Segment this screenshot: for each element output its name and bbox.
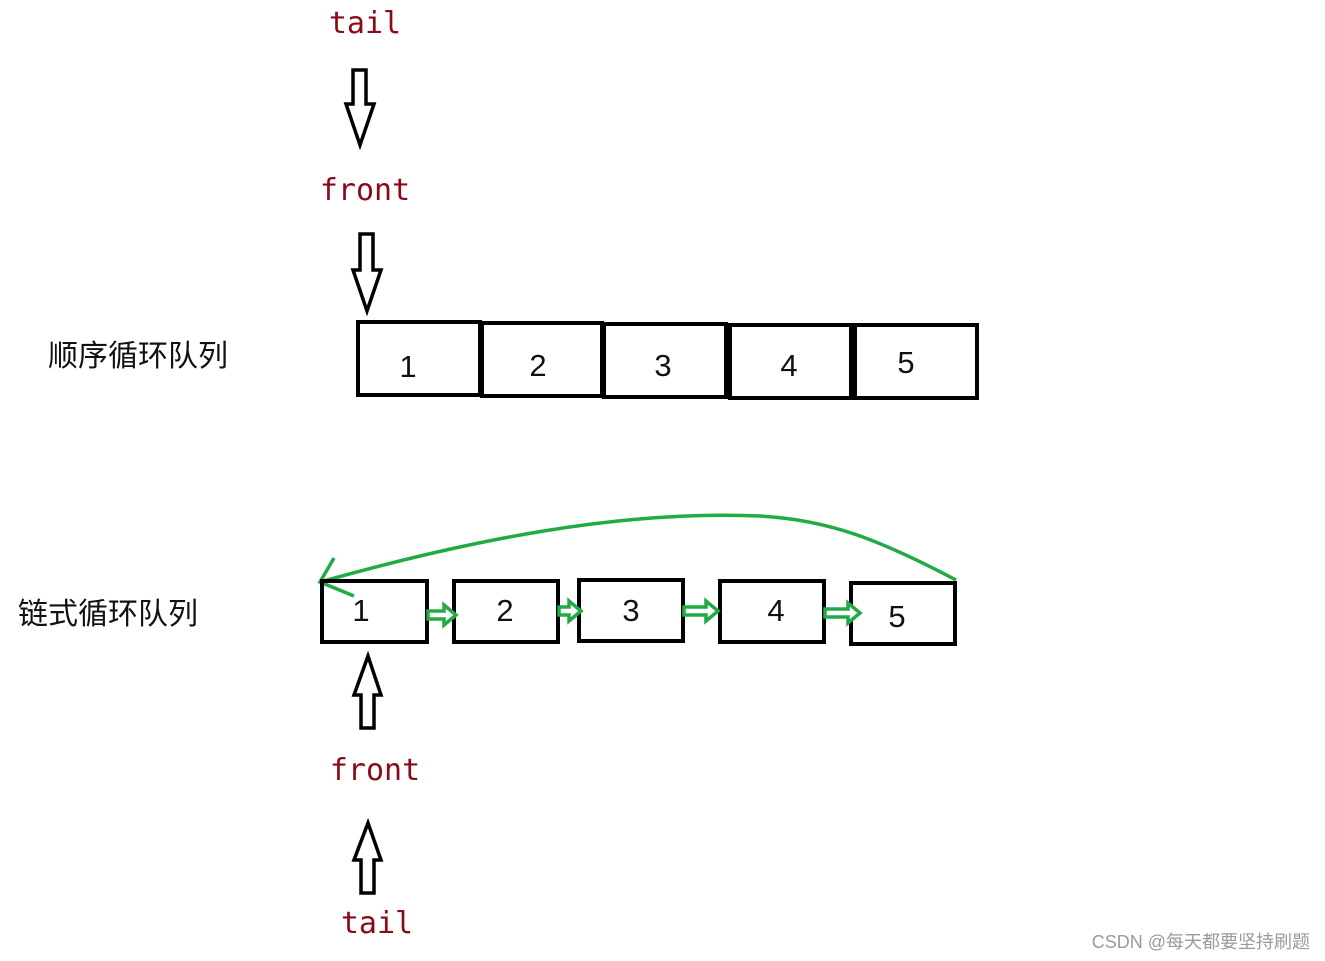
next-link-arrow-icon	[557, 597, 584, 625]
linked-node-value: 3	[622, 593, 639, 628]
linked-node-value: 1	[352, 593, 369, 628]
next-link-arrow-icon	[823, 599, 863, 627]
seq-queue-title: 顺序循环队列	[48, 339, 228, 374]
seq-cell	[602, 322, 728, 399]
linked-node-value: 5	[888, 599, 905, 634]
linked-node-value: 4	[767, 593, 784, 628]
seq-cell-value: 1	[399, 349, 416, 384]
linked-queue: 链式循环队列 1 2 3 4 5 front tail	[18, 513, 957, 941]
linked-front-label: front	[330, 753, 420, 788]
next-links	[426, 597, 863, 629]
sequential-queue: tail front 顺序循环队列 1 2 3 4 5	[48, 6, 979, 400]
seq-cells: 1 2 3 4 5	[356, 320, 979, 400]
seq-cell	[853, 323, 979, 400]
linked-tail-label: tail	[341, 906, 413, 941]
seq-cell-value: 5	[897, 345, 914, 380]
watermark: CSDN @每天都要坚持刷题	[1092, 932, 1310, 952]
linked-front-up-arrow-icon	[351, 650, 384, 730]
seq-cell	[356, 320, 482, 397]
linked-queue-title: 链式循环队列	[18, 597, 198, 632]
wraparound-link-arrow-icon	[319, 513, 957, 584]
seq-cell-value: 4	[780, 348, 797, 383]
seq-cell-value: 3	[654, 348, 671, 383]
linked-node-value: 2	[496, 593, 513, 628]
next-link-arrow-icon	[426, 601, 459, 629]
seq-front-label: front	[320, 173, 410, 208]
seq-tail-down-arrow-icon	[343, 68, 377, 151]
linked-tail-up-arrow-icon	[351, 817, 384, 895]
next-link-arrow-icon	[682, 597, 721, 625]
seq-tail-label: tail	[329, 6, 401, 41]
seq-front-down-arrow-icon	[350, 232, 384, 317]
seq-cell-value: 2	[529, 348, 546, 383]
seq-cell	[728, 323, 853, 400]
